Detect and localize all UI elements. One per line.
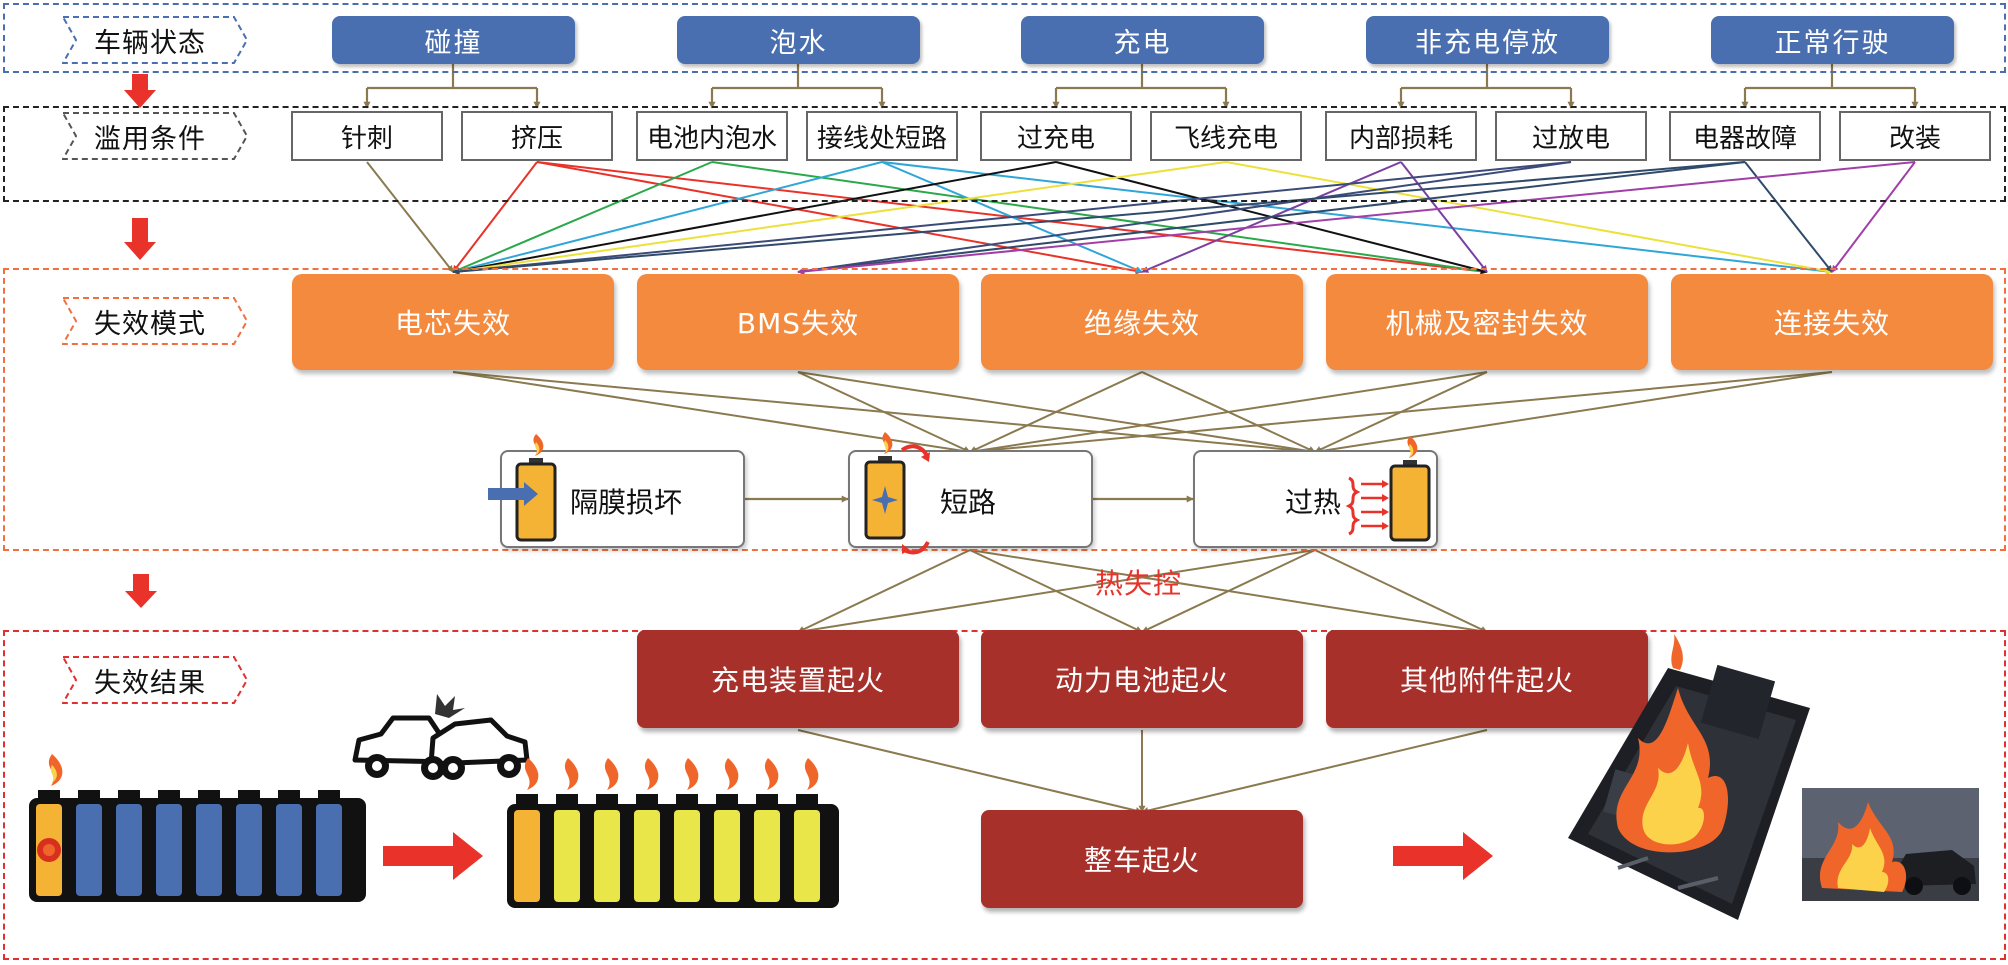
stage-label: 滥用条件 [94, 123, 206, 155]
abuse-flying-lead-charging: 飞线充电 [1150, 111, 1302, 161]
abuse-crush: 挤压 [461, 111, 613, 161]
failure-mode-bms: BMS失效 [637, 274, 959, 370]
process-label: 短路 [940, 486, 997, 519]
vehicle-state-flooding: 泡水 [677, 16, 920, 64]
battery-pack-icon [29, 754, 366, 902]
battery-icon [864, 432, 930, 555]
failure-mode-band [3, 268, 2006, 551]
abuse-to-mode-arrow [452, 161, 1057, 275]
tag-outline [62, 16, 248, 64]
abuse-wiring-short: 接线处短路 [806, 111, 958, 161]
stage-label: 失效结果 [94, 667, 206, 699]
abuse-overdischarge: 过放电 [1495, 111, 1647, 161]
process-to-result-arrow [797, 549, 971, 633]
process-separator-damage: 隔膜损坏 [488, 434, 745, 548]
abuse-overcharge: 过充电 [980, 111, 1132, 161]
vehicle-state-charging: 充电 [1021, 16, 1264, 64]
vehicle-state-collision: 碰撞 [332, 16, 575, 64]
stage-tag-vehicle-state: 车辆状态 [62, 16, 280, 64]
process-short-circuit: 短路 [848, 432, 1093, 555]
abuse-to-mode-arrow [797, 161, 1916, 275]
mode-to-process-arrow [797, 371, 971, 453]
propagation-arrow [383, 832, 483, 880]
abuse-to-mode-arrow [452, 161, 538, 273]
tag-outline [62, 297, 248, 345]
abuse-modification: 改装 [1839, 111, 1991, 161]
failure-mode-connection: 连接失效 [1671, 274, 1993, 370]
abuse-to-mode-arrow [452, 161, 1746, 275]
tag-outline [62, 112, 248, 160]
car-crash-icon [352, 694, 530, 780]
process-label: 过热 [1285, 486, 1342, 519]
process-overheat: 过热 [1193, 436, 1438, 548]
failure-mode-mechanical-seal: 机械及密封失效 [1326, 274, 1648, 370]
burning-battery-pack-icon [507, 758, 839, 908]
vehicle-state-parked: 非充电停放 [1366, 16, 1609, 64]
stage-arrow-3 [125, 574, 157, 608]
abuse-to-mode-arrow [1744, 161, 1833, 273]
mode-to-process-arrow [969, 371, 1488, 455]
abuse-nail-penetration: 针刺 [291, 111, 443, 161]
abuse-to-mode-arrow [797, 161, 1572, 275]
abuse-to-mode-arrow [1225, 161, 1833, 275]
stage-tag-failure-mode: 失效模式 [62, 297, 280, 345]
result-battery-fire: 动力电池起火 [981, 630, 1303, 728]
abuse-to-mode-arrow [366, 161, 454, 273]
abuse-to-mode-arrow [797, 161, 1746, 275]
propagation-arrow [1393, 832, 1493, 880]
stage-tag-failure-result: 失效结果 [62, 656, 280, 704]
abuse-to-mode-arrow [452, 161, 713, 273]
abuse-to-mode-arrow [452, 161, 1572, 275]
car-fire-photo [1802, 788, 1979, 901]
failure-mode-insulation: 绝缘失效 [981, 274, 1303, 370]
thermal-runaway-label: 热失控 [1095, 567, 1183, 600]
heat-battery-icon [1345, 436, 1431, 542]
abuse-to-mode-arrow [1400, 161, 1488, 273]
mode-to-process-arrow [969, 371, 1143, 453]
stage-arrow-2 [124, 218, 156, 260]
abuse-condition-band [3, 106, 2006, 202]
mode-to-process-arrow [969, 371, 1833, 455]
abuse-water-in-battery: 电池内泡水 [636, 111, 788, 161]
abuse-internal-loss: 内部损耗 [1325, 111, 1477, 161]
mode-to-process-arrow [1314, 371, 1833, 455]
process-to-result-arrow [797, 549, 1316, 635]
result-accessory-fire: 其他附件起火 [1326, 630, 1648, 728]
tag-outline [62, 656, 248, 704]
vehicle-state-driving: 正常行驶 [1711, 16, 1954, 64]
process-to-result-arrow [1314, 549, 1488, 633]
result-to-final-arrow [797, 729, 1143, 814]
stage-arrow-1 [124, 74, 156, 108]
battery-icon [488, 434, 557, 542]
vehicle-state-band [3, 3, 2006, 73]
stage-label: 车辆状态 [94, 27, 206, 59]
result-charger-fire: 充电装置起火 [637, 630, 959, 728]
abuse-electrical-fault: 电器故障 [1669, 111, 1821, 161]
abuse-to-mode-arrow [1831, 161, 1916, 273]
result-to-final-arrow [1141, 729, 1488, 814]
process-label: 隔膜损坏 [570, 486, 683, 519]
process-to-result-arrow [1141, 549, 1316, 633]
stage-label: 失效模式 [94, 308, 206, 340]
burning-ev-battery-icon [1568, 634, 1810, 920]
result-vehicle-fire: 整车起火 [981, 810, 1303, 908]
stage-tag-abuse-condition: 滥用条件 [62, 112, 280, 160]
abuse-to-mode-arrow [452, 161, 1227, 275]
abuse-to-mode-arrow [452, 161, 883, 274]
failure-mode-cell: 电芯失效 [292, 274, 614, 370]
